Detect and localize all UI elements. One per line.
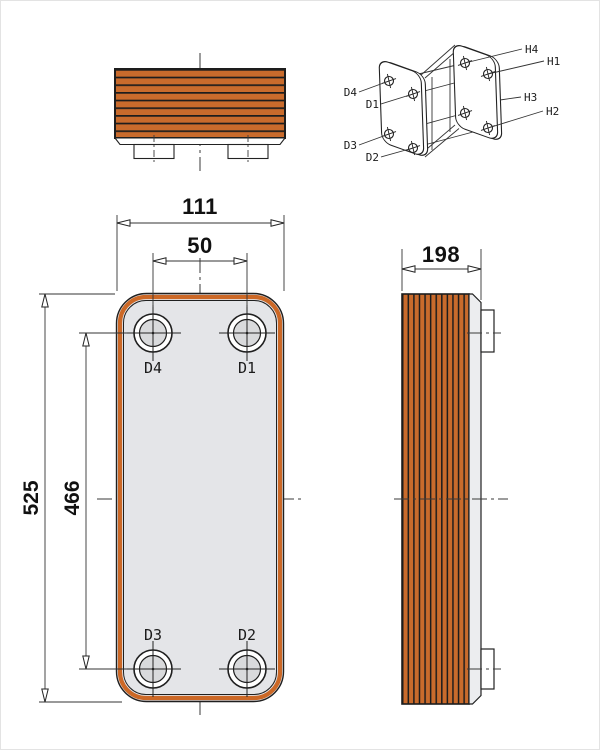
front-plate-orange-gasket [117,294,283,701]
front-port-label-d3: D3 [144,626,162,644]
dim-depth-value: 198 [422,242,460,267]
dim-width: 111 [116,194,285,291]
front-view: D4 D1 D3 D2 111 50 525 [20,194,303,719]
front-port-label-d2: D2 [238,626,256,644]
iso-label-d1: D1 [366,98,379,111]
dim-depth: 198 [401,242,482,300]
front-port-d3 [125,641,181,697]
front-plate-inner-outline [123,300,277,695]
side-top-nozzle [480,309,495,353]
dim-width-value: 111 [182,194,218,219]
iso-label-h3: H3 [524,91,537,104]
iso-gap-edges [431,59,451,150]
dim-port-vertical: 466 [61,332,127,670]
front-port-label-d1: D1 [238,359,256,377]
top-view-plate-pack [114,68,286,139]
dim-port-spacing-value: 50 [187,233,212,258]
iso-port-h3 [457,105,473,121]
iso-label-d4: D4 [344,86,358,99]
front-port-d2 [219,641,275,697]
top-view-end-plate [113,137,287,146]
iso-front-plate [378,61,425,155]
dim-port-vertical-value: 466 [61,480,84,515]
iso-label-d2: D2 [366,151,379,164]
iso-leader-lines [358,48,545,158]
side-view: 198 [394,242,508,705]
dim-height-value: 525 [20,480,43,515]
dim-port-spacing: 50 [152,233,248,307]
front-port-label-d4: D4 [144,359,162,377]
top-view [113,53,287,171]
iso-view: D4 D1 D3 D2 H4 H1 H3 H2 [344,43,561,164]
front-plate-body [115,292,285,703]
front-port-d1 [219,305,275,361]
front-port-d4 [125,305,181,361]
dim-height: 525 [20,293,122,703]
iso-label-h4: H4 [525,43,539,56]
iso-label-d3: D3 [344,139,357,152]
iso-label-h2: H2 [546,105,559,118]
iso-label-h1: H1 [547,55,560,68]
